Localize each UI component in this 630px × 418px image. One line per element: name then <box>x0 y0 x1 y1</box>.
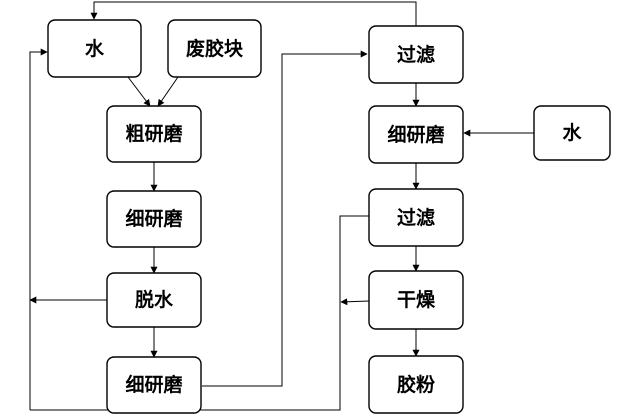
node-water-right: 水 <box>533 105 611 161</box>
node-water-top: 水 <box>47 19 142 78</box>
node-rubber-powder: 胶粉 <box>368 355 464 414</box>
node-rubber-powder-label: 胶粉 <box>397 373 435 396</box>
node-dehydration: 脱水 <box>106 272 202 328</box>
node-water-right-label: 水 <box>562 122 582 144</box>
nodes: 水 废胶块 粗研磨 细研磨 脱水 细研磨 过滤 细研磨 <box>47 19 611 414</box>
node-water-top-label: 水 <box>85 38 105 60</box>
node-filter-2-label: 过滤 <box>397 207 435 229</box>
edge-waste-rubber-to-coarse-grinding <box>157 76 179 107</box>
edge-left-return-to-water <box>29 48 48 410</box>
node-filter-2: 过滤 <box>368 188 464 247</box>
node-drying-label: 干燥 <box>397 289 436 311</box>
node-waste-rubber: 废胶块 <box>167 19 262 78</box>
node-coarse-grinding-label: 粗研磨 <box>125 122 182 145</box>
node-fine-grinding-3: 细研磨 <box>368 105 464 164</box>
node-fine-grinding-2-label: 细研磨 <box>125 373 182 396</box>
node-dehydration-label: 脱水 <box>135 288 174 311</box>
node-coarse-grinding: 粗研磨 <box>106 105 202 163</box>
edge-fine-grinding-2-to-filter-1 <box>202 50 368 387</box>
node-fine-grinding-3-label: 细研磨 <box>387 123 444 146</box>
node-fine-grinding-1: 细研磨 <box>106 190 202 248</box>
node-drying: 干燥 <box>368 270 464 330</box>
node-fine-grinding-1-label: 细研磨 <box>125 207 182 230</box>
node-filter-1-label: 过滤 <box>397 44 435 66</box>
node-filter-1: 过滤 <box>368 25 464 84</box>
node-fine-grinding-2: 细研磨 <box>106 356 202 414</box>
edge-water-to-coarse-grinding <box>127 76 151 107</box>
edge-drying-to-return <box>340 298 370 306</box>
node-waste-rubber-label: 废胶块 <box>186 37 244 60</box>
edge-filter-1-to-water <box>90 1 417 26</box>
